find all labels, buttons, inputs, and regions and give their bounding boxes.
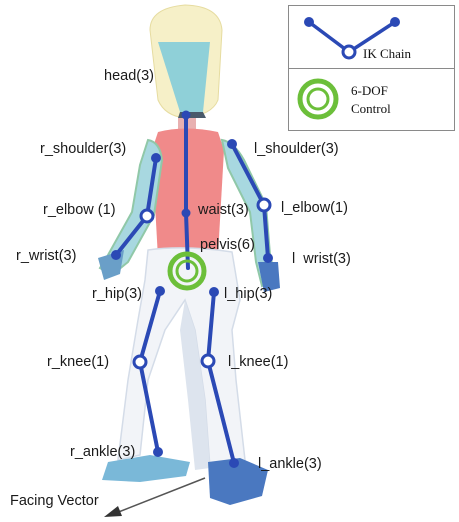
joint-r-shoulder <box>151 153 161 163</box>
spine-chain <box>186 115 188 268</box>
legend-control-row: 6-DOF Control <box>289 68 454 131</box>
legend-control-line2: Control <box>351 100 391 117</box>
ik-chain-legend-end-left <box>304 17 314 27</box>
label-l-knee: l_knee(1) <box>228 354 288 370</box>
facing-vector-arrowhead <box>104 506 122 517</box>
joint-l-wrist <box>263 253 273 263</box>
label-r-knee: r_knee(1) <box>47 354 109 370</box>
legend: IK Chain 6-DOF Control <box>288 5 455 131</box>
legend-control-line1: 6-DOF <box>351 82 388 99</box>
label-r-ankle: r_ankle(3) <box>70 444 135 460</box>
legend-ik-chain-row: IK Chain <box>289 6 454 68</box>
joint-l-ankle <box>229 458 239 468</box>
facing-vector-line <box>116 478 205 513</box>
joint-l-hip <box>209 287 219 297</box>
joint-r-knee <box>134 356 146 368</box>
facing-vector <box>104 478 205 517</box>
label-l-wrist: l wrist(3) <box>292 251 351 267</box>
joint-l-shoulder <box>227 139 237 149</box>
label-head: head(3) <box>104 68 154 84</box>
label-l-ankle: l_ankle(3) <box>258 456 322 472</box>
label-l-shoulder: l_shoulder(3) <box>254 141 339 157</box>
joint-head <box>182 111 191 120</box>
joint-waist <box>182 209 191 218</box>
joint-r-hip <box>155 286 165 296</box>
joint-l-elbow <box>258 199 270 211</box>
ik-chain-legend-hinge <box>343 46 355 58</box>
label-l-elbow: l_elbow(1) <box>281 200 348 216</box>
joint-r-ankle <box>153 447 163 457</box>
ik-chain-legend-end-right <box>390 17 400 27</box>
joint-l-knee <box>202 355 214 367</box>
label-waist: waist(3) <box>197 202 249 218</box>
control-legend-icon <box>296 77 340 121</box>
label-facing-vector: Facing Vector <box>10 493 99 509</box>
label-r-elbow: r_elbow (1) <box>43 202 116 218</box>
label-r-shoulder: r_shoulder(3) <box>40 141 126 157</box>
control-legend-inner-ring <box>308 89 328 109</box>
joint-r-wrist <box>111 250 121 260</box>
control-legend-outer-ring <box>300 81 336 117</box>
joint-r-elbow <box>141 210 153 222</box>
label-r-hip: r_hip(3) <box>92 286 142 302</box>
label-pelvis: pelvis(6) <box>200 237 255 253</box>
label-l-hip: l_hip(3) <box>224 286 272 302</box>
legend-ik-chain-label: IK Chain <box>363 45 411 62</box>
label-r-wrist: r_wrist(3) <box>16 248 76 264</box>
